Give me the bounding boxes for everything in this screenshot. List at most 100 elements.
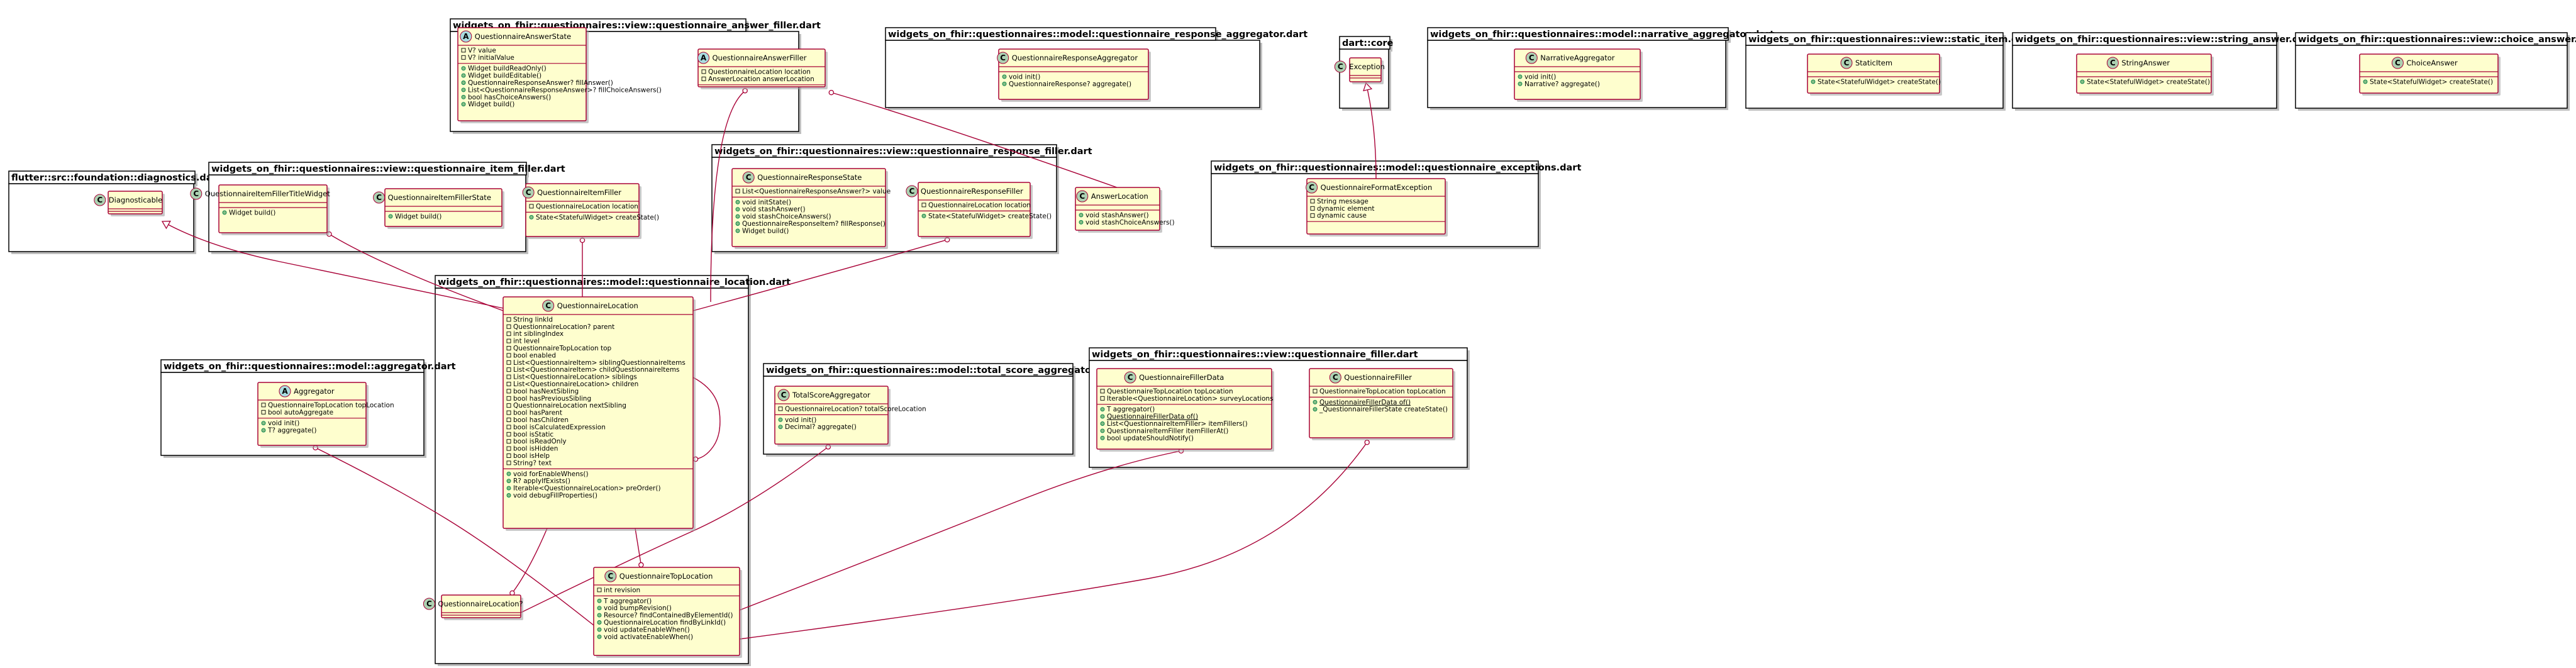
public-field-icon [506,374,511,379]
class-method: QuestionnaireFillerData of() [1319,399,1411,406]
class-method: bool updateShouldNotify() [1107,435,1194,442]
class-name: StringAnswer [2121,58,2170,67]
package-name: widgets_on_fhir::questionnaires::model::… [164,362,456,372]
package-name: widgets_on_fhir::questionnaires::model::… [766,365,1119,376]
stereotype-letter: C [193,189,199,198]
generalization-arrowhead [161,220,171,230]
package-tab [2012,32,2277,46]
public-field-icon [506,331,511,337]
association-c-qf-c-qtl [739,440,1370,640]
class-icon [190,187,203,200]
class-method: State<StatefulWidget> createState() [928,213,1052,220]
class-box [1096,368,1272,450]
public-method-icon [1079,213,1084,218]
public-field-icon [506,403,511,408]
stereotype-letter: C [426,599,432,608]
class-icon [1124,371,1136,384]
class-name: QuestionnaireLocation [557,301,638,310]
class-icon [94,194,106,206]
association-c-qfe-c-exc [1363,82,1377,179]
class-name: Aggregator [294,387,335,396]
public-method-icon [222,210,227,215]
public-method-icon [597,613,602,618]
association-c-qfd-c-qtl [739,448,1184,611]
public-field-icon [529,204,534,209]
public-method-icon [1100,414,1105,419]
class-exception[interactable]: C Exception [1334,57,1385,84]
class-field: bool autoAggregate [268,409,333,416]
class-field: String linkId [513,316,553,323]
class-field: List<QuestionnaireItem> siblingQuestionn… [513,359,686,367]
association-line [710,89,748,303]
class-box [731,168,886,247]
stereotype-letter: C [2110,58,2116,67]
public-field-icon [506,367,511,372]
class-method: List<QuestionnaireResponseAnswer>? fillC… [468,86,662,94]
class-method: Decimal? aggregate() [785,423,857,431]
class-field: int revision [604,586,640,594]
public-method-icon [1518,74,1523,79]
class-icon [423,598,435,610]
class-method: QuestionnaireResponseItem? fillResponse(… [742,220,886,228]
class-icon [604,570,617,582]
class-box [593,567,740,656]
public-method-icon [597,620,602,625]
class-field: QuestionnaireLocation location [928,201,1031,209]
class-field: QuestionnaireLocation location [536,203,638,210]
association-line [313,446,594,626]
package-name: widgets_on_fhir::questionnaires::view::q… [1092,350,1418,360]
public-method-icon [1079,220,1084,225]
public-field-icon [506,446,511,451]
class-name: QuestionnaireResponseAggregator [1012,53,1138,62]
package-tab [763,363,1074,377]
stereotype-letter: C [526,188,531,197]
class-field: List<QuestionnaireLocation> children [513,381,638,388]
class-box [525,183,640,237]
public-method-icon [529,214,534,220]
class-field: String message [1317,198,1368,205]
public-method-icon [735,207,740,212]
class-field: QuestionnaireTopLocation top [513,345,612,352]
class-method: State<StatefulWidget> createState() [1818,78,1941,86]
public-field-icon [1313,389,1318,394]
public-method-icon [1100,421,1105,426]
class-field: bool isHidden [513,445,558,453]
class-field: int level [513,338,540,345]
package-tab [885,27,1216,41]
class-method: void forEnableWhens() [513,470,589,478]
class-method: T? aggregate() [267,427,317,435]
class-name: Exception [1349,62,1385,71]
class-method: Iterable<QuestionnaireLocation> preOrder… [513,485,661,493]
stereotype-letter: C [1844,58,1850,67]
public-field-icon [506,382,511,386]
public-method-icon [597,627,602,632]
stereotype-letter: C [1338,62,1343,71]
class-box [502,296,694,529]
public-field-icon [1310,213,1315,218]
package-name: widgets_on_fhir::questionnaires::model::… [888,30,1307,40]
class-method: void init() [1009,73,1040,81]
class-icon [373,191,386,204]
